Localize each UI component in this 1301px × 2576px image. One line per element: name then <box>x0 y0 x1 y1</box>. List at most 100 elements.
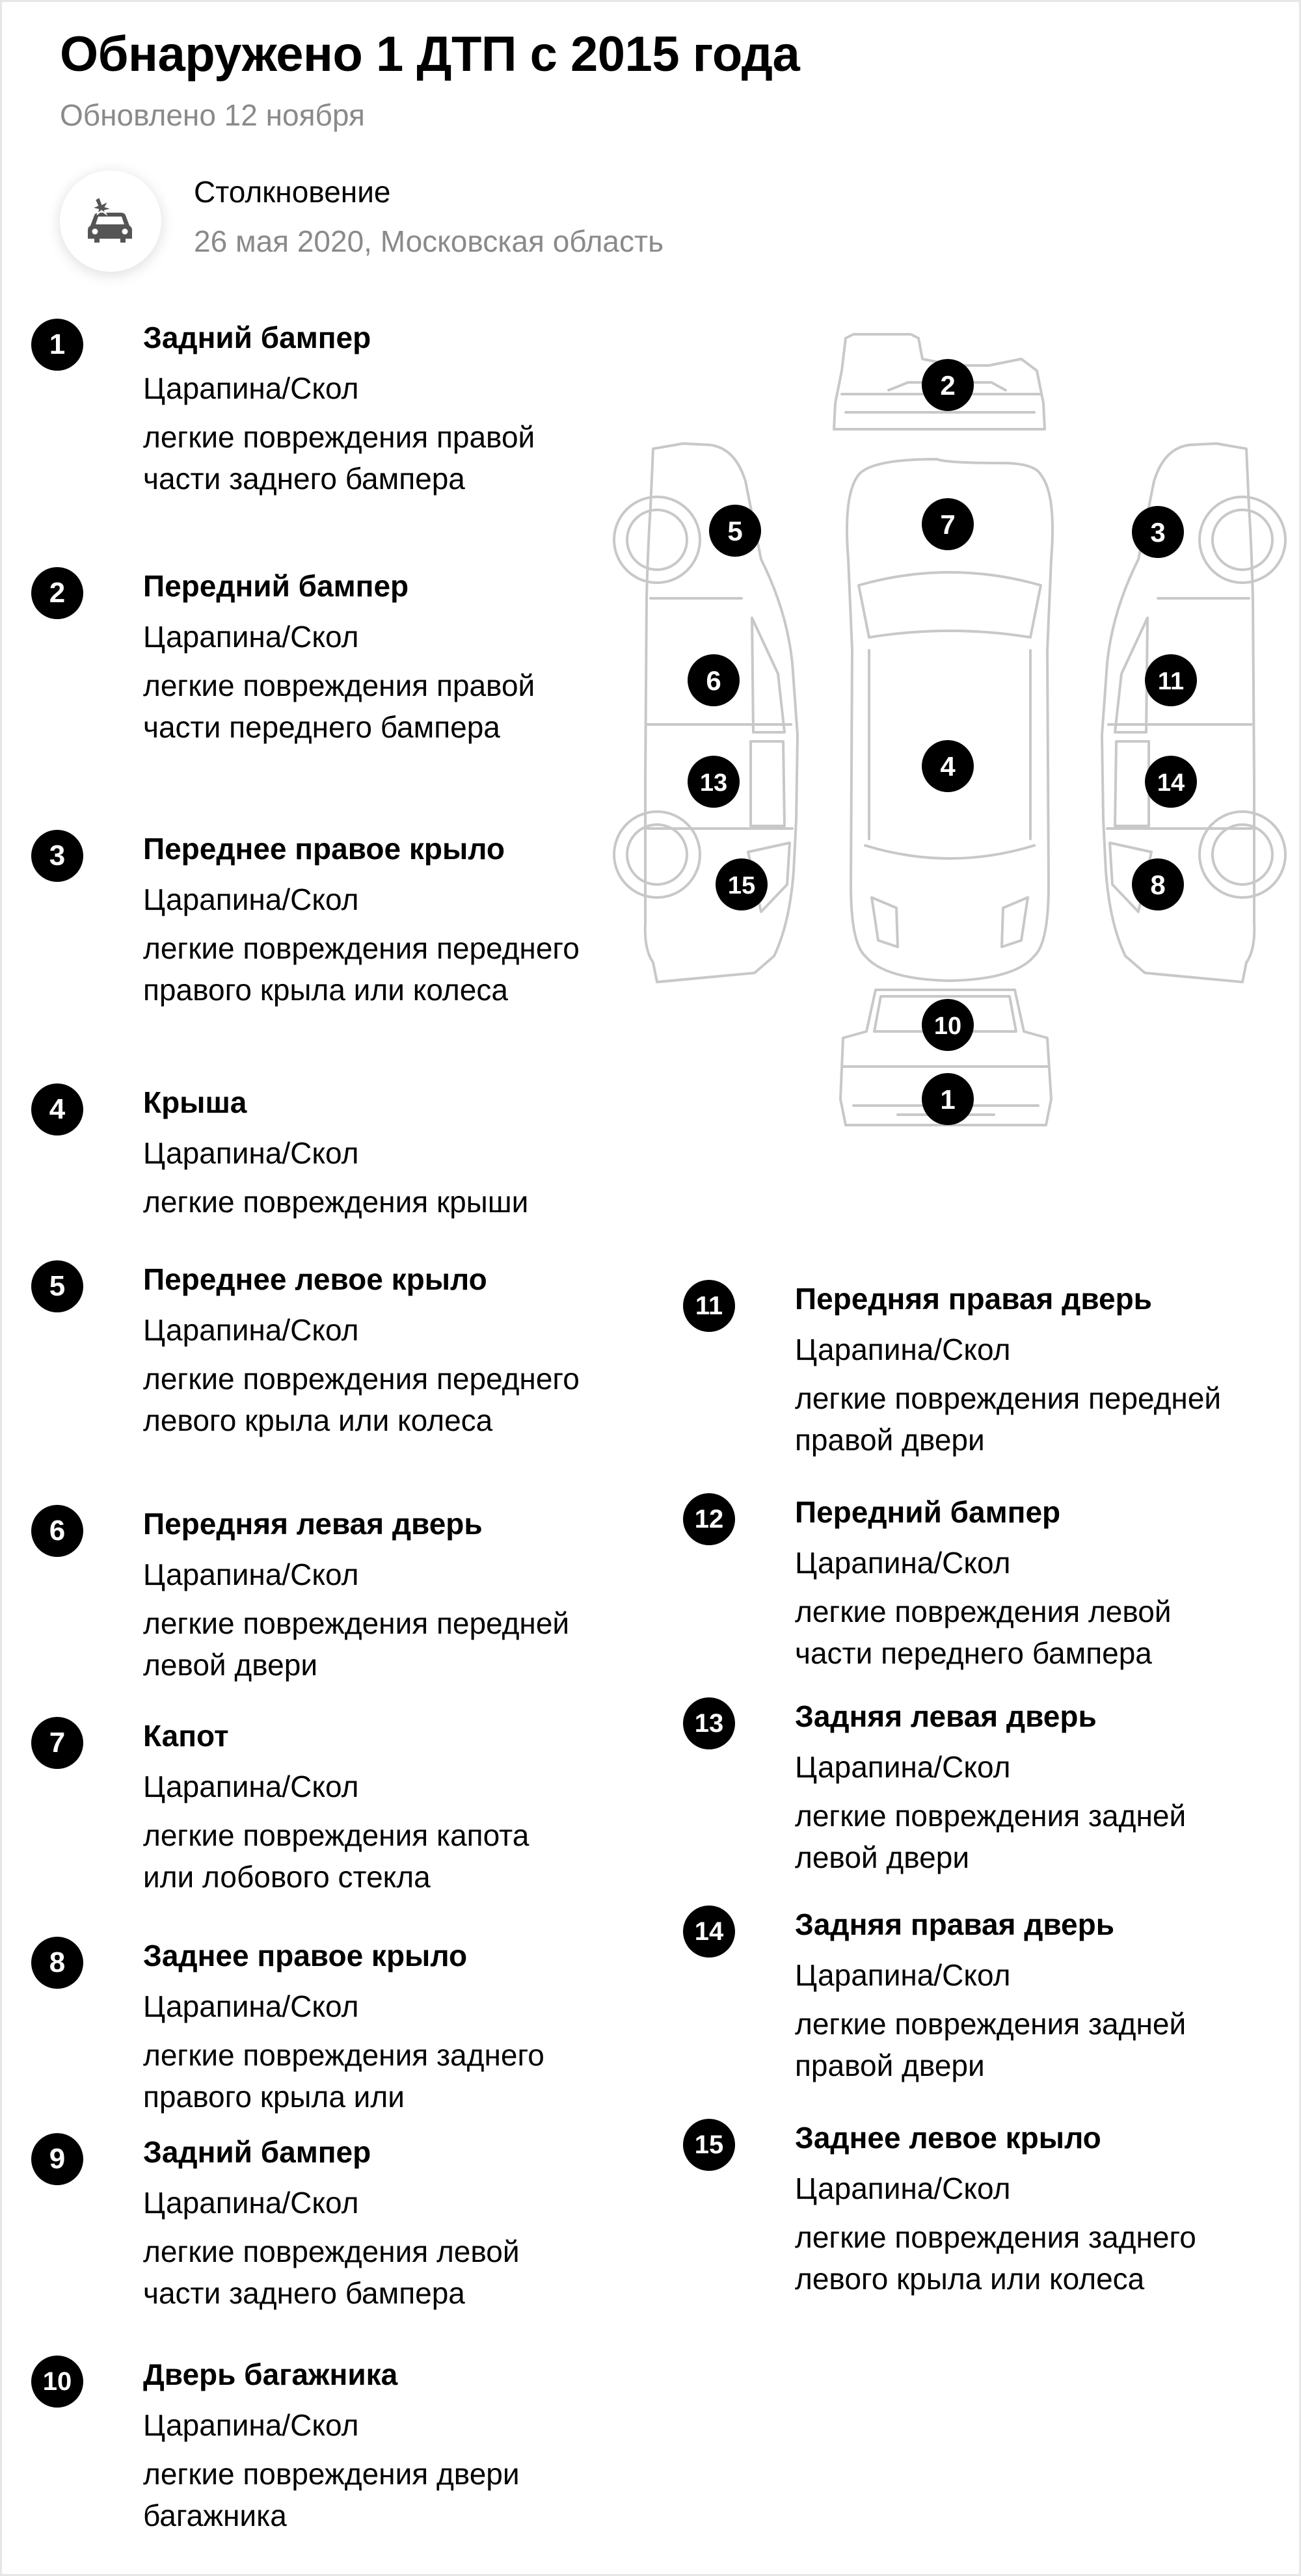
svg-text:3: 3 <box>1150 517 1165 548</box>
svg-text:13: 13 <box>700 769 727 797</box>
damage-part: Передний бампер <box>143 569 409 603</box>
damage-kind: Царапина/Скол <box>143 2186 359 2220</box>
damage-part: Передняя левая дверь <box>143 1507 483 1541</box>
diagram-marker[interactable]: 1 <box>922 1073 974 1125</box>
updated-date: Обновлено 12 ноября <box>60 98 365 132</box>
damage-number-badge: 6 <box>31 1505 83 1557</box>
damage-kind: Царапина/Скол <box>143 1558 359 1591</box>
damage-part: Переднее правое крыло <box>143 832 505 866</box>
damage-kind: Царапина/Скол <box>143 620 359 654</box>
damage-description: легкие повреждения заднего правого крыла… <box>143 2038 544 2114</box>
damage-kind: Царапина/Скол <box>143 1136 359 1170</box>
svg-text:14: 14 <box>1157 769 1185 797</box>
damage-item: 8 Заднее правое крыло Царапина/Скол легк… <box>31 1937 585 2118</box>
damage-part: Задний бампер <box>143 2135 371 2169</box>
damage-part: Переднее левое крыло <box>143 1262 487 1296</box>
damage-kind: Царапина/Скол <box>795 1958 1011 1992</box>
damage-kind: Царапина/Скол <box>143 1989 359 2023</box>
damage-part: Капот <box>143 1719 229 1753</box>
damage-item: 5 Переднее левое крыло Царапина/Скол лег… <box>31 1260 585 1441</box>
damage-kind: Царапина/Скол <box>143 1313 359 1347</box>
damage-item: 2 Передний бампер Царапина/Скол легкие п… <box>31 567 585 748</box>
damage-description: легкие повреждения левой части заднего б… <box>143 2235 520 2310</box>
damage-part: Задняя левая дверь <box>795 1699 1097 1733</box>
damage-item: 12 Передний бампер Царапина/Скол легкие … <box>683 1493 1237 1674</box>
damage-description: легкие повреждения задней правой двери <box>795 2007 1187 2082</box>
damage-number-badge: 10 <box>31 2356 83 2408</box>
svg-text:6: 6 <box>706 665 721 696</box>
damage-kind: Царапина/Скол <box>143 371 359 405</box>
damage-description: легкие повреждения задней левой двери <box>795 1799 1187 1874</box>
damage-description: легкие повреждения переднего левого крыл… <box>143 1362 580 1437</box>
damage-kind: Царапина/Скол <box>795 1333 1011 1366</box>
svg-text:1: 1 <box>940 1084 955 1115</box>
damage-description: легкие повреждения капота или лобового с… <box>143 1818 530 1894</box>
damage-part: Задний бампер <box>143 321 371 354</box>
damage-number-badge: 13 <box>683 1697 735 1749</box>
damage-number-badge: 1 <box>31 319 83 371</box>
diagram-marker[interactable]: 13 <box>688 756 740 808</box>
svg-text:8: 8 <box>1150 870 1165 900</box>
damage-item: 15 Заднее левое крыло Царапина/Скол легк… <box>683 2119 1237 2300</box>
damage-part: Заднее правое крыло <box>143 1939 468 1972</box>
damage-number-badge: 7 <box>31 1717 83 1769</box>
damage-description: легкие повреждения передней правой двери <box>795 1381 1222 1457</box>
damage-number-badge: 3 <box>31 830 83 882</box>
damage-number-badge: 9 <box>31 2133 83 2185</box>
damage-description: легкие повреждения переднего правого кры… <box>143 931 580 1007</box>
damage-description: легкие повреждения левой части переднего… <box>795 1595 1172 1670</box>
damage-kind: Царапина/Скол <box>795 1750 1011 1784</box>
damage-item: 10 Дверь багажника Царапина/Скол легкие … <box>31 2356 585 2536</box>
diagram-marker[interactable]: 11 <box>1145 654 1197 706</box>
damage-part: Крыша <box>143 1085 247 1119</box>
diagram-marker[interactable]: 2 <box>922 359 974 411</box>
damage-number-badge: 4 <box>31 1083 83 1135</box>
damage-part: Передний бампер <box>795 1495 1061 1529</box>
damage-item: 6 Передняя левая дверь Царапина/Скол лег… <box>31 1505 585 1686</box>
diagram-marker[interactable]: 8 <box>1132 858 1184 910</box>
damage-number-badge: 14 <box>683 1905 735 1958</box>
diagram-marker[interactable]: 6 <box>688 654 740 706</box>
damage-number-badge: 11 <box>683 1280 735 1332</box>
diagram-marker[interactable]: 15 <box>716 858 768 910</box>
damage-number-badge: 5 <box>31 1260 83 1312</box>
damage-part: Задняя правая дверь <box>795 1907 1115 1941</box>
damage-description: легкие повреждения заднего левого крыла … <box>795 2220 1196 2296</box>
svg-text:2: 2 <box>940 370 955 401</box>
svg-text:4: 4 <box>940 751 956 782</box>
damage-part: Заднее левое крыло <box>795 2121 1101 2155</box>
diagram-marker[interactable]: 14 <box>1145 756 1197 808</box>
diagram-marker[interactable]: 10 <box>922 999 974 1051</box>
diagram-marker[interactable]: 3 <box>1132 506 1184 558</box>
diagram-marker[interactable]: 5 <box>709 505 761 557</box>
damage-item: 7 Капот Царапина/Скол легкие повреждения… <box>31 1717 585 1898</box>
damage-item: 1 Задний бампер Царапина/Скол легкие пов… <box>31 319 585 499</box>
damage-description: легкие повреждения двери багажника <box>143 2457 520 2532</box>
damage-description: легкие повреждения правой части заднего … <box>143 420 535 496</box>
svg-text:11: 11 <box>1158 668 1184 695</box>
diagram-marker[interactable]: 4 <box>922 740 974 792</box>
damage-markers: 2 7 5 3 6 11 4 13 14 15 8 10 1 <box>688 359 1197 1125</box>
damage-number-badge: 8 <box>31 1937 83 1989</box>
damage-item: 4 Крыша Царапина/Скол легкие повреждения… <box>31 1083 585 1223</box>
accident-type: Столкновение <box>194 175 391 209</box>
damage-kind: Царапина/Скол <box>143 1770 359 1803</box>
damage-number-badge: 12 <box>683 1493 735 1545</box>
damage-number-badge: 15 <box>683 2119 735 2171</box>
damage-part: Передняя правая дверь <box>795 1282 1152 1316</box>
damage-kind: Царапина/Скол <box>143 2408 359 2442</box>
damage-number-badge: 2 <box>31 567 83 619</box>
page-title: Обнаружено 1 ДТП с 2015 года <box>60 27 800 82</box>
car-crash-icon <box>60 170 161 272</box>
damage-item: 9 Задний бампер Царапина/Скол легкие пов… <box>31 2133 585 2314</box>
svg-text:5: 5 <box>727 516 742 546</box>
damage-description: легкие повреждения передней левой двери <box>143 1606 570 1682</box>
svg-text:15: 15 <box>728 872 755 899</box>
diagram-marker[interactable]: 7 <box>922 498 974 550</box>
damage-kind: Царапина/Скол <box>795 1546 1011 1580</box>
svg-text:10: 10 <box>934 1013 961 1040</box>
damage-kind: Царапина/Скол <box>795 2171 1011 2205</box>
damage-kind: Царапина/Скол <box>143 883 359 916</box>
damage-part: Дверь багажника <box>143 2357 398 2391</box>
